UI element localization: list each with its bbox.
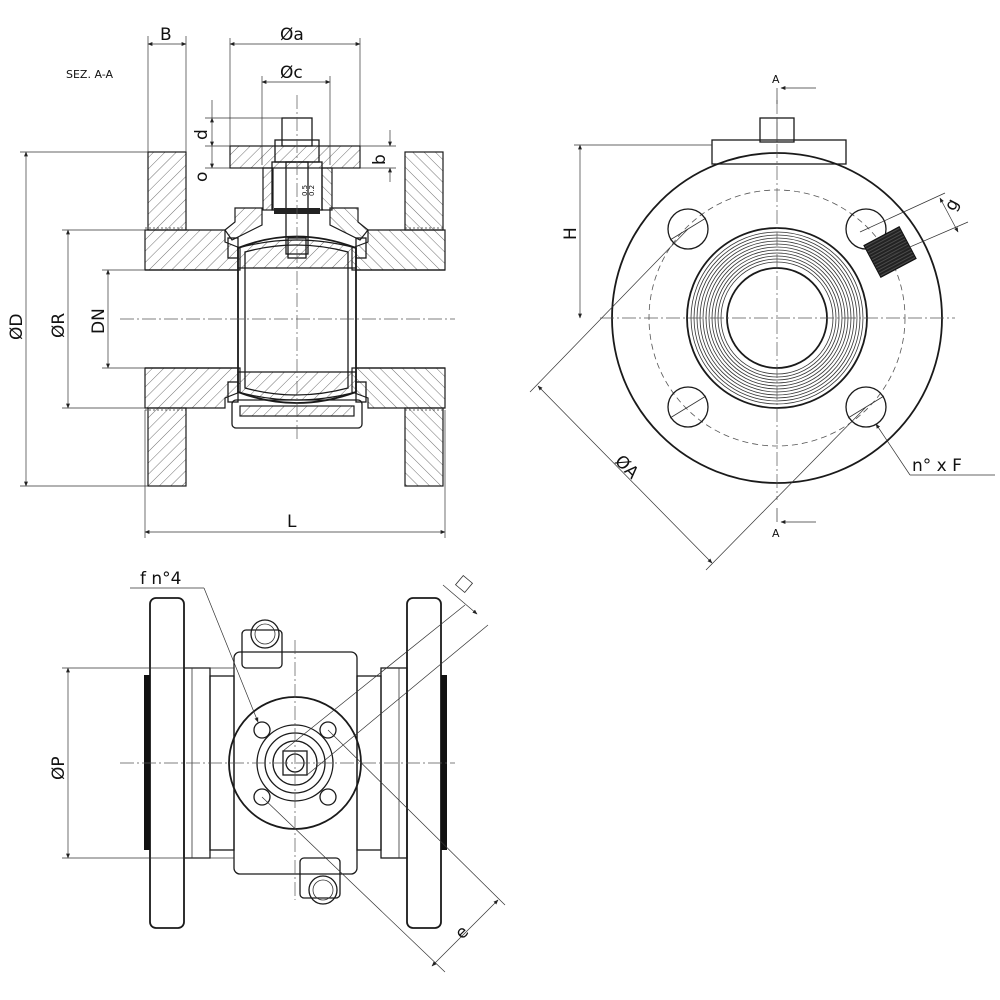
label-A: ØA	[610, 451, 642, 483]
tv-bolt-4	[319, 788, 337, 806]
label-a: Øa	[280, 25, 304, 45]
right-flange-top	[404, 151, 444, 231]
tv-bottom-port-thread	[312, 879, 334, 901]
seat-tl	[227, 237, 239, 259]
label-P: ØP	[49, 756, 69, 780]
dim-e-ext2	[327, 729, 506, 906]
tv-top-port	[241, 629, 283, 669]
label-e: e	[451, 922, 473, 944]
front-view: A A H g ØA n° x F	[529, 73, 995, 571]
top-pad	[711, 139, 847, 165]
section-marker-top: A	[772, 73, 780, 86]
seat-br	[355, 381, 367, 403]
label-B: B	[160, 25, 172, 45]
packing-l	[262, 167, 274, 211]
dim-A-ext1	[529, 228, 689, 393]
dim-sq-ext1	[282, 604, 466, 752]
label-R: ØR	[49, 313, 69, 338]
packing-r	[321, 167, 333, 211]
dim-g-ext1	[859, 192, 946, 233]
seat-tr	[355, 237, 367, 259]
label-b: b	[370, 154, 390, 165]
dim-f-leader	[203, 587, 259, 723]
tv-top-port-thread	[254, 623, 276, 645]
housing-right	[329, 207, 369, 241]
right-body-wall-bottom	[351, 367, 446, 409]
tv-bolt-3	[253, 788, 271, 806]
label-D: ØD	[7, 314, 27, 340]
label-c: Øc	[280, 63, 303, 83]
tv-bottom-port	[299, 857, 341, 899]
label-small1: 0.5	[301, 185, 309, 196]
section-view: B Øa Øc SEZ. A-A d o b 0.5 0.2 ØD ØR	[7, 25, 455, 538]
bolt-hole-tl	[667, 208, 709, 250]
label-DN: DN	[89, 308, 109, 334]
dim-A-line	[537, 385, 713, 564]
tv-top-port-hole	[250, 619, 280, 649]
label-o: o	[192, 172, 212, 182]
tv-bolt-1	[253, 721, 271, 739]
tv-right-face	[441, 675, 447, 850]
seat-bl	[227, 381, 239, 403]
label-L: L	[287, 512, 297, 532]
label-H: H	[561, 227, 581, 240]
tv-bottom-port-hole	[308, 875, 338, 905]
label-g: g	[941, 195, 964, 214]
section-marker-bot: A	[772, 527, 780, 540]
dim-nF-leader	[875, 423, 911, 476]
right-flange-bottom	[404, 407, 444, 487]
tv-bolt-2	[319, 721, 337, 739]
label-nF: n° x F	[912, 456, 962, 476]
dim-e-ext	[261, 796, 446, 973]
top-view: f n°4 ØP e	[49, 569, 506, 973]
dim-A-ext2	[705, 406, 867, 571]
left-body-wall-top	[144, 229, 241, 271]
label-small2: 0.2	[308, 185, 316, 196]
square-symbol	[454, 574, 474, 594]
drain-plug	[863, 226, 917, 278]
dim-sq-ext2	[306, 624, 489, 776]
dim-sq-line	[442, 584, 478, 615]
left-flange-top	[147, 151, 187, 231]
dim-g-line	[939, 197, 959, 233]
label-f: f n°4	[140, 569, 181, 589]
handle-plate	[229, 145, 361, 169]
left-body-wall-bottom	[144, 367, 241, 409]
tv-left-face	[144, 675, 150, 850]
dim-e-line	[431, 899, 499, 967]
section-label: SEZ. A-A	[66, 68, 113, 81]
left-flange-bottom	[147, 407, 187, 487]
bolt-hole-br	[845, 386, 887, 428]
ball-inner	[244, 244, 349, 396]
housing-left	[224, 207, 263, 241]
hole-line-2	[669, 395, 707, 419]
label-d: d	[192, 129, 212, 140]
